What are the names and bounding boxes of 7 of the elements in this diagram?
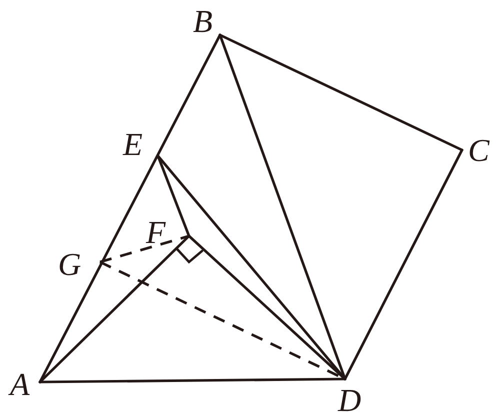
point-label: D [338, 384, 362, 415]
point-label: F [146, 216, 166, 248]
point-label: E [123, 128, 143, 160]
point-label: A [10, 368, 30, 400]
point-label: B [193, 5, 213, 37]
point-label: G [58, 248, 82, 280]
point-label: C [468, 134, 490, 166]
